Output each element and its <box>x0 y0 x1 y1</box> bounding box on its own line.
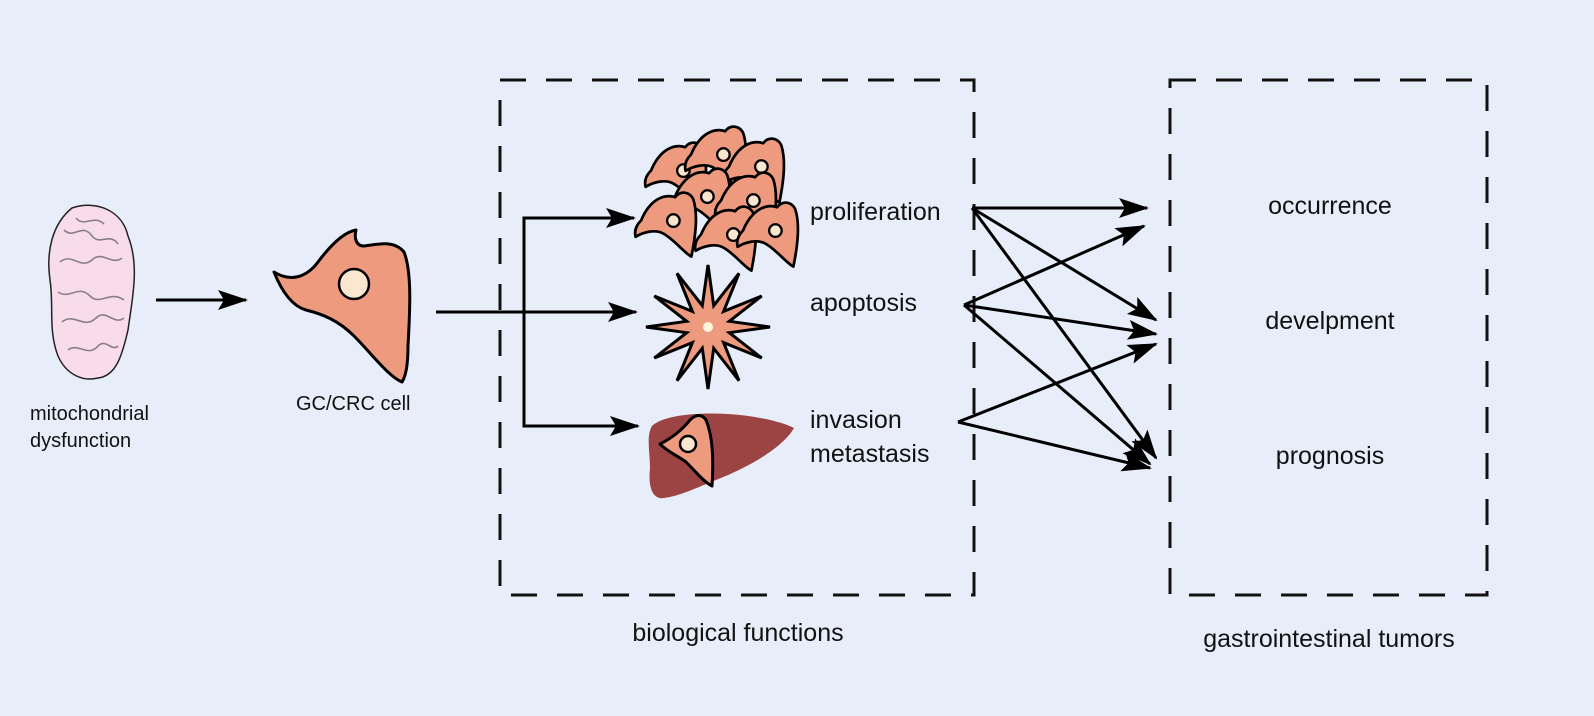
develpment-label: develpment <box>1265 307 1394 335</box>
mito-label-line2: dysfunction <box>30 430 131 452</box>
gastrointestinal-tumors-box <box>1168 78 1489 597</box>
prognosis-label: prognosis <box>1276 442 1384 470</box>
metastasis-label: metastasis <box>810 440 929 468</box>
cell-label: GC/CRC cell <box>296 393 410 415</box>
gastrointestinal-tumors-label: gastrointestinal tumors <box>1203 625 1455 653</box>
cell-cluster-icon <box>633 125 800 272</box>
liver-icon <box>648 413 794 499</box>
apoptosis-star-icon <box>645 264 771 390</box>
arrow-to-proliferation <box>522 208 636 312</box>
cross-arrows <box>957 198 1158 472</box>
mitochondrion-icon <box>48 204 136 380</box>
arrow-to-invasion <box>522 312 640 436</box>
branch-arrows <box>436 208 640 436</box>
mito-label-line1: mitochondrial <box>30 403 149 425</box>
invasion-label: invasion <box>810 406 902 434</box>
biological-functions-box <box>498 78 976 597</box>
tumor-cell-icon <box>272 228 412 384</box>
biological-functions-label: biological functions <box>632 619 843 647</box>
occurrence-label: occurrence <box>1268 192 1392 220</box>
proliferation-label: proliferation <box>810 198 941 226</box>
apoptosis-label: apoptosis <box>810 289 917 317</box>
